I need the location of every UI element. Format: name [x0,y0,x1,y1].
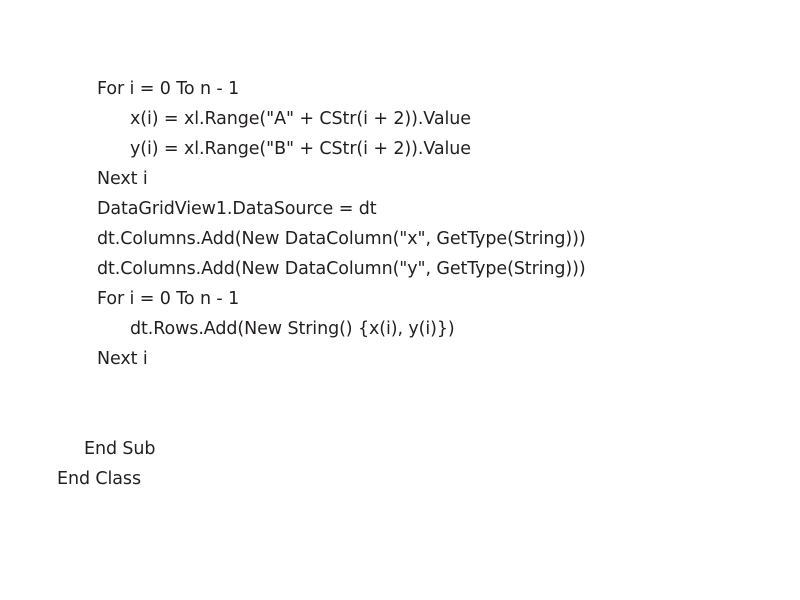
code-line: Next i [97,169,148,189]
code-line: y(i) = xl.Range("B" + CStr(i + 2)).Value [130,139,471,159]
code-line: Next i [97,349,148,369]
code-line: End Sub [84,439,156,459]
code-line-blank [0,374,800,404]
code-line: x(i) = xl.Range("A" + CStr(i + 2)).Value [130,109,471,129]
code-line: dt.Rows.Add(New String() {x(i), y(i)}) [130,319,455,339]
code-line: dt.Columns.Add(New DataColumn("y", GetTy… [97,259,586,279]
code-listing: For i = 0 To n - 1 x(i) = xl.Range("A" + … [0,74,800,494]
code-line-blank [0,404,800,434]
code-line: For i = 0 To n - 1 [97,79,240,99]
code-line: End Class [57,469,141,489]
code-line: dt.Columns.Add(New DataColumn("x", GetTy… [97,229,586,249]
code-line: DataGridView1.DataSource = dt [97,199,377,219]
code-line: For i = 0 To n - 1 [97,289,240,309]
